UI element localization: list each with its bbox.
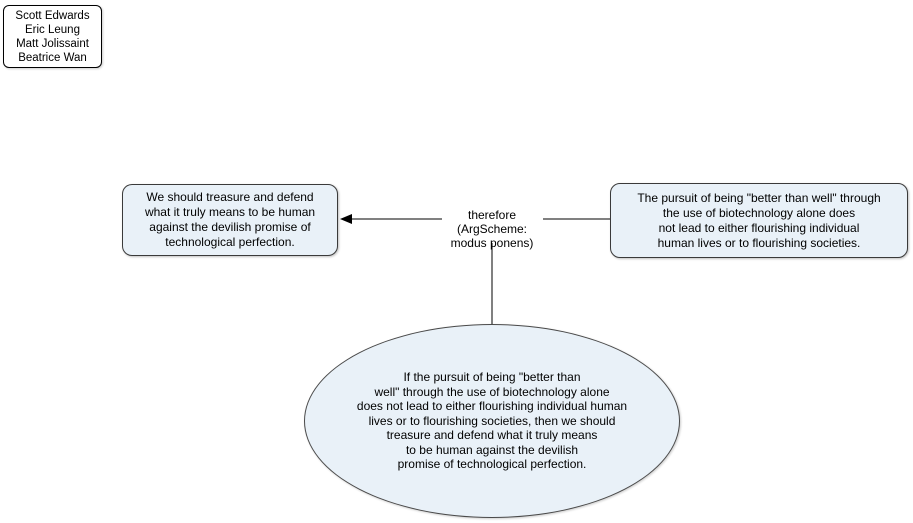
- conclusion-text: We should treasure and defend what it tr…: [144, 190, 316, 249]
- arrowhead-to-conclusion: [340, 214, 352, 224]
- premise-node[interactable]: The pursuit of being "better than well" …: [610, 183, 908, 258]
- participant-name: Scott Edwards: [15, 9, 90, 22]
- premise-text: The pursuit of being "better than well" …: [637, 190, 881, 250]
- participants-box[interactable]: Scott Edwards Eric Leung Matt Jolissaint…: [3, 5, 102, 68]
- participant-name: Beatrice Wan: [18, 51, 87, 64]
- argument-scheme-label[interactable]: therefore (ArgScheme: modus ponens): [432, 194, 552, 250]
- participant-name: Eric Leung: [25, 23, 80, 36]
- participant-name: Matt Jolissaint: [16, 37, 89, 50]
- conditional-premise-node[interactable]: If the pursuit of being "better than wel…: [304, 324, 680, 518]
- conclusion-node[interactable]: We should treasure and defend what it tr…: [122, 184, 338, 256]
- conditional-text: If the pursuit of being "better than wel…: [356, 370, 628, 472]
- scheme-text: therefore (ArgScheme: modus ponens): [450, 208, 534, 250]
